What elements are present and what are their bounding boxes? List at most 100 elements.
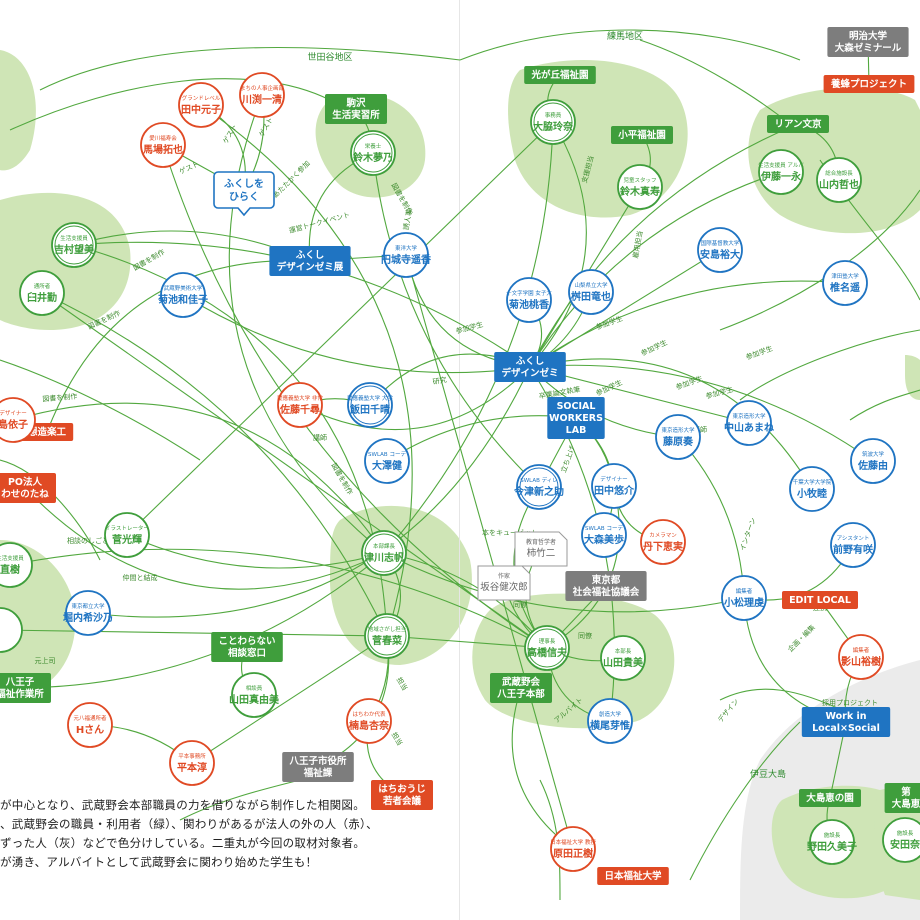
person-role: 千葉大学大学院 [793,478,832,486]
person-role: 理事長 [539,637,556,645]
person-role: はちわか代表 [352,710,386,718]
person-circle [721,575,767,621]
doc-text: 作家 [498,572,510,580]
person-circle [882,817,920,863]
person-name: 吉村望美 [54,243,95,256]
person-circle [231,672,277,718]
person-name: 安島裕大 [700,248,740,261]
person-role: 国際基督教大学 [701,239,740,247]
org-box [799,789,861,807]
org-label-text: 想造楽工 [27,426,67,438]
connection-line [529,123,799,368]
person-name: 佐藤由 [857,459,888,472]
person-circle [830,522,876,568]
connection-line [639,39,791,125]
person-circle [239,72,285,118]
connection-label: ゲスト [221,122,239,145]
person-circle-inner [533,102,573,142]
connection-line [191,635,388,764]
person-role: 施設長 [897,829,914,837]
org-rian: リアン文京 [767,115,829,133]
person-role: 創造大学 [599,710,622,718]
person-role: SWLAB コーデ [585,524,623,532]
person-circle [524,625,570,671]
org-box [565,571,647,601]
person-role: 生活支援員 アルバ [758,161,804,169]
person-name: 大脇玲奈 [533,120,574,133]
org-label-text: 福祉課 [303,767,333,779]
org-label-text: 養蜂プロジェクト [830,78,907,90]
person-circle-inner [364,533,404,573]
person-role: 筑波大学 [862,450,885,458]
person-role: 慶應義塾大学 大学 [347,394,393,402]
person-name: 鈴木夢乃 [353,151,393,164]
person-name: 川渕一清 [241,93,282,106]
person-circle-inner [350,385,390,425]
connection-label: 講師 [693,425,707,434]
person-circle [568,269,614,315]
person-role: 本部長 [615,647,632,655]
caption-line-4: が湧き、アルバイトとして武蔵野会に関わり始めた学生も！ [0,855,318,869]
person-circle [19,270,65,316]
person-name: 楠島杏奈 [348,719,390,732]
org-label-text: Work in [826,711,867,722]
person-circle [789,466,835,512]
person-role: SWLAB コーデ [368,450,406,458]
connection-label: 参加学生 [594,378,623,398]
org-label-text: 日本福祉大学 [604,870,662,882]
org-label-text: ことわらない [218,636,275,647]
person-name: 菅光輝 [112,533,142,546]
person-role: 編集者 [853,646,870,654]
bubble-shape [213,171,275,217]
org-label-text: 社会福祉協議会 [572,586,640,598]
org-label-text: デザインゼミ展 [277,261,344,273]
org-label-text: ふくし [296,250,325,261]
person-role: 生活支援員 [0,554,24,562]
person-name: 円城寺遥香 [381,253,431,266]
person-circle-inner [527,628,567,668]
person-name: 高橋信夫 [527,646,568,659]
person-name: 横尾芽惟 [590,719,630,732]
person-role: 元八福通所者 [73,714,107,722]
person-name: 原田正樹 [553,847,593,860]
person-node-naoki: 生活支援員直樹 [0,542,33,588]
person-name: 伊藤一永 [760,170,802,183]
person-role: SWLAB ディレ [520,476,558,484]
person-circle [617,164,663,210]
org-hikarigaoka: 光が丘福祉園 [524,66,596,84]
person-role: 総合施設長 [825,169,853,177]
connection-line [849,389,920,421]
org-label-text: 明治大学 [849,30,888,42]
person-name: 津川志帆 [364,551,404,564]
org-label-text: 大島恵の園 [806,792,854,804]
connection-label: 担当 [395,675,410,692]
connection-line [200,104,413,637]
region-label-izu: 伊豆大島 [750,768,786,780]
person-circle [178,82,224,128]
blob-right-edge [905,355,920,400]
connection-label: 仲間と結成 [123,573,158,582]
connection-line [41,292,388,637]
